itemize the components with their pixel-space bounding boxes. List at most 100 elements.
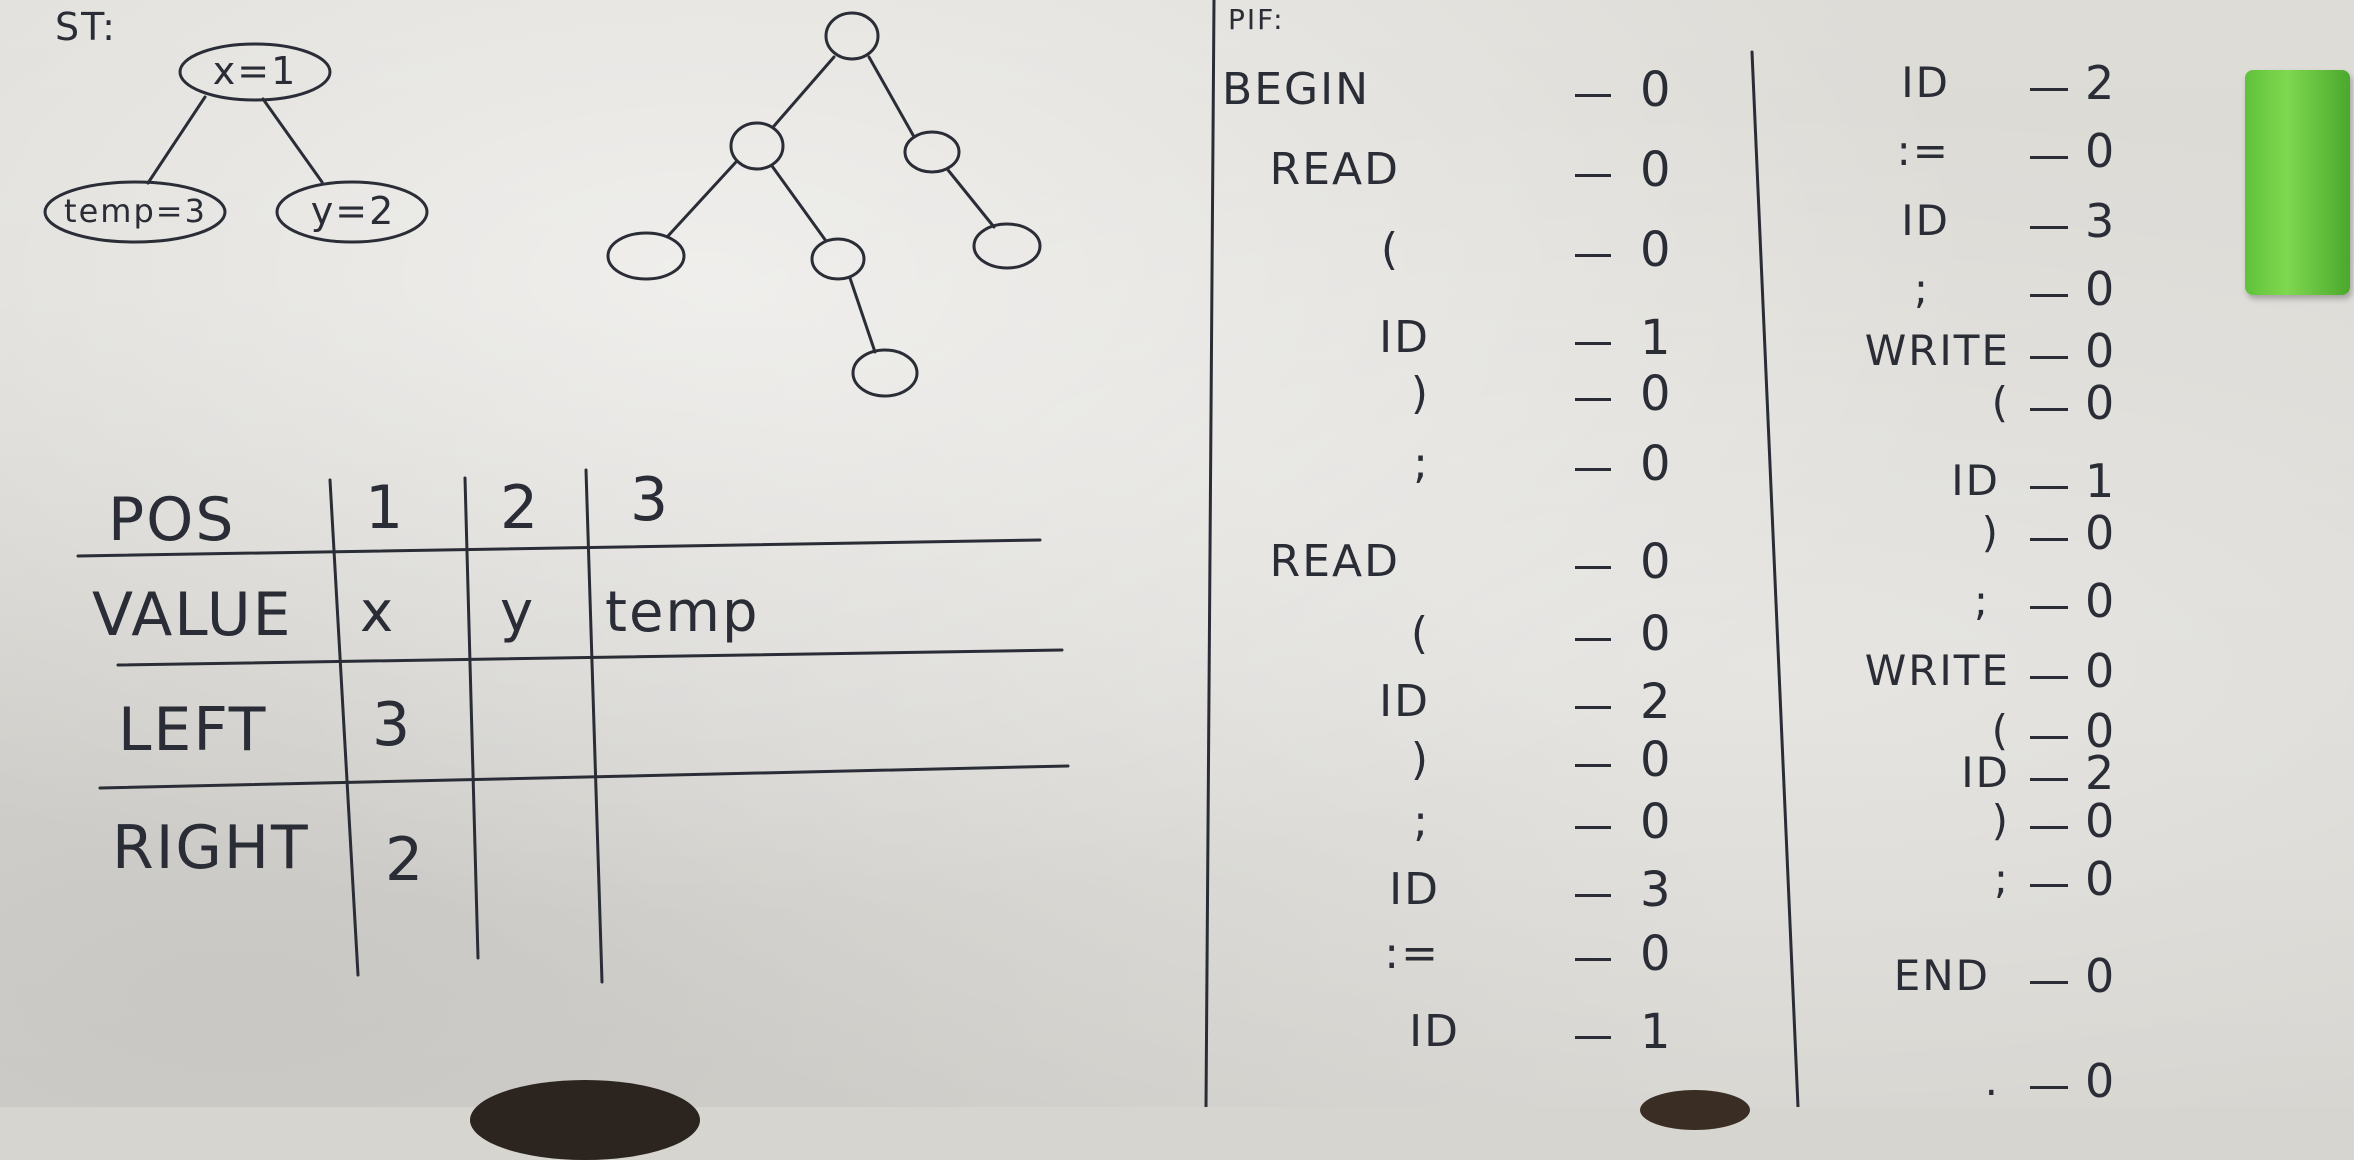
- pif-dash: [2030, 778, 2068, 781]
- pif-dash-code: 2: [2085, 746, 2117, 800]
- table-line: [76, 538, 1042, 558]
- pif-dash-code: 2: [2085, 56, 2117, 110]
- pif-token: ;: [1993, 854, 2010, 903]
- st-root-node-outline: [178, 42, 332, 102]
- pif-dash-code: 0: [2085, 1054, 2117, 1108]
- st-left-node-label: temp=3: [64, 192, 207, 230]
- pif-dash-code: 0: [1640, 794, 1673, 850]
- pif-dash-code: 0: [2085, 852, 2117, 906]
- tree-edge: [848, 276, 877, 354]
- table-value-3: temp: [605, 580, 760, 645]
- pif-dash: [2030, 486, 2068, 489]
- pif-left-border: [1204, 0, 1216, 1107]
- pif-token: (: [1380, 224, 1400, 275]
- pif-token: ;: [1413, 796, 1430, 847]
- pif-dash-code: 0: [1640, 222, 1673, 278]
- tree-edge: [666, 160, 738, 238]
- pif-dash: [2030, 538, 2068, 541]
- tree-edge: [772, 55, 836, 128]
- person-head: [470, 1080, 700, 1160]
- table-line: [98, 764, 1070, 790]
- table-right-1: 2: [385, 825, 426, 895]
- pif-dash: [2030, 736, 2068, 739]
- tree-node-root: [824, 11, 880, 61]
- table-left-1: 3: [372, 690, 413, 760]
- pif-dash-code: 1: [1640, 310, 1673, 366]
- pif-dash: [1575, 826, 1611, 829]
- table-pos-2: 2: [500, 473, 541, 543]
- pif-token: WRITE: [1864, 326, 2010, 375]
- pif-token: (: [1991, 706, 2010, 755]
- st-left-node-outline: [43, 180, 227, 244]
- pif-token: ID: [1379, 312, 1430, 363]
- pif-dash: [2030, 981, 2068, 984]
- pif-dash: [1575, 894, 1611, 897]
- pif-dash: [1575, 342, 1611, 345]
- pif-dash-code: 0: [1640, 732, 1673, 788]
- pif-dash-code: 0: [2085, 644, 2117, 698]
- pif-token: BEGIN: [1222, 64, 1370, 115]
- pif-token: ): [1991, 796, 2010, 845]
- pif-dash: [1575, 254, 1611, 257]
- pif-dash: [2030, 606, 2068, 609]
- pif-dash-code: 0: [2085, 794, 2117, 848]
- st-edge-right: [261, 97, 324, 184]
- pif-dash: [2030, 294, 2068, 297]
- pif-dash-code: 1: [1640, 1004, 1673, 1060]
- pif-dash-code: 0: [1640, 534, 1673, 590]
- pif-dash-code: 0: [2085, 124, 2117, 178]
- tree-node-f: [851, 348, 919, 398]
- pif-token: :=: [1896, 126, 1950, 175]
- table-line: [116, 648, 1064, 667]
- pif-dash: [1575, 94, 1611, 97]
- pif-dash-code: 0: [2085, 376, 2117, 430]
- pif-token: .: [1984, 1056, 2000, 1105]
- st-root-node-label: x=1: [212, 49, 298, 93]
- pif-dash: [2030, 356, 2068, 359]
- pif-dash: [1575, 706, 1611, 709]
- pif-token: END: [1893, 951, 1990, 1000]
- tree-edge: [867, 55, 915, 137]
- pif-dash: [2030, 156, 2068, 159]
- pif-dash-code: 1: [2085, 454, 2117, 508]
- pif-token: ID: [1951, 456, 2000, 505]
- table-pos-3: 3: [630, 465, 671, 535]
- pif-token: ;: [1413, 438, 1430, 489]
- table-left-header: LEFT: [118, 695, 268, 765]
- table-value-1: x: [360, 580, 396, 645]
- pif-dash-code: 2: [1640, 674, 1673, 730]
- pif-dash: [1575, 638, 1611, 641]
- pif-token: (: [1991, 378, 2010, 427]
- table-line: [328, 478, 360, 977]
- tree-node-b: [903, 130, 961, 174]
- pif-token: WRITE: [1864, 646, 2010, 695]
- table-line: [463, 476, 480, 960]
- st-edge-left: [146, 95, 207, 185]
- pif-dash-code: 0: [2085, 324, 2117, 378]
- pif-token: ID: [1409, 1006, 1460, 1057]
- pif-dash: [1575, 764, 1611, 767]
- pif-dash: [2030, 676, 2068, 679]
- pif-dash-code: 0: [1640, 606, 1673, 662]
- pif-token: READ: [1269, 536, 1400, 587]
- pif-token: ;: [1913, 264, 1930, 313]
- pif-dash-code: 0: [2085, 949, 2117, 1003]
- marker-strokes: [43, 0, 1800, 1107]
- tree-edge: [946, 168, 996, 229]
- table-value-header: VALUE: [92, 580, 293, 650]
- pif-token: :=: [1384, 928, 1440, 979]
- pif-label: PIF:: [1228, 3, 1285, 36]
- pif-token: ID: [1379, 676, 1430, 727]
- pif-dash: [1575, 958, 1611, 961]
- pif-dash: [1575, 566, 1611, 569]
- pif-token: ): [1410, 734, 1430, 785]
- table-pos-header: POS: [108, 485, 236, 555]
- pif-dash-code: 3: [2085, 194, 2117, 248]
- pif-dash: [1575, 174, 1611, 177]
- table-pos-1: 1: [365, 473, 406, 543]
- dark-object: [1640, 1090, 1750, 1130]
- pif-token: (: [1410, 608, 1430, 659]
- pif-token: READ: [1269, 144, 1400, 195]
- table-line: [584, 468, 604, 984]
